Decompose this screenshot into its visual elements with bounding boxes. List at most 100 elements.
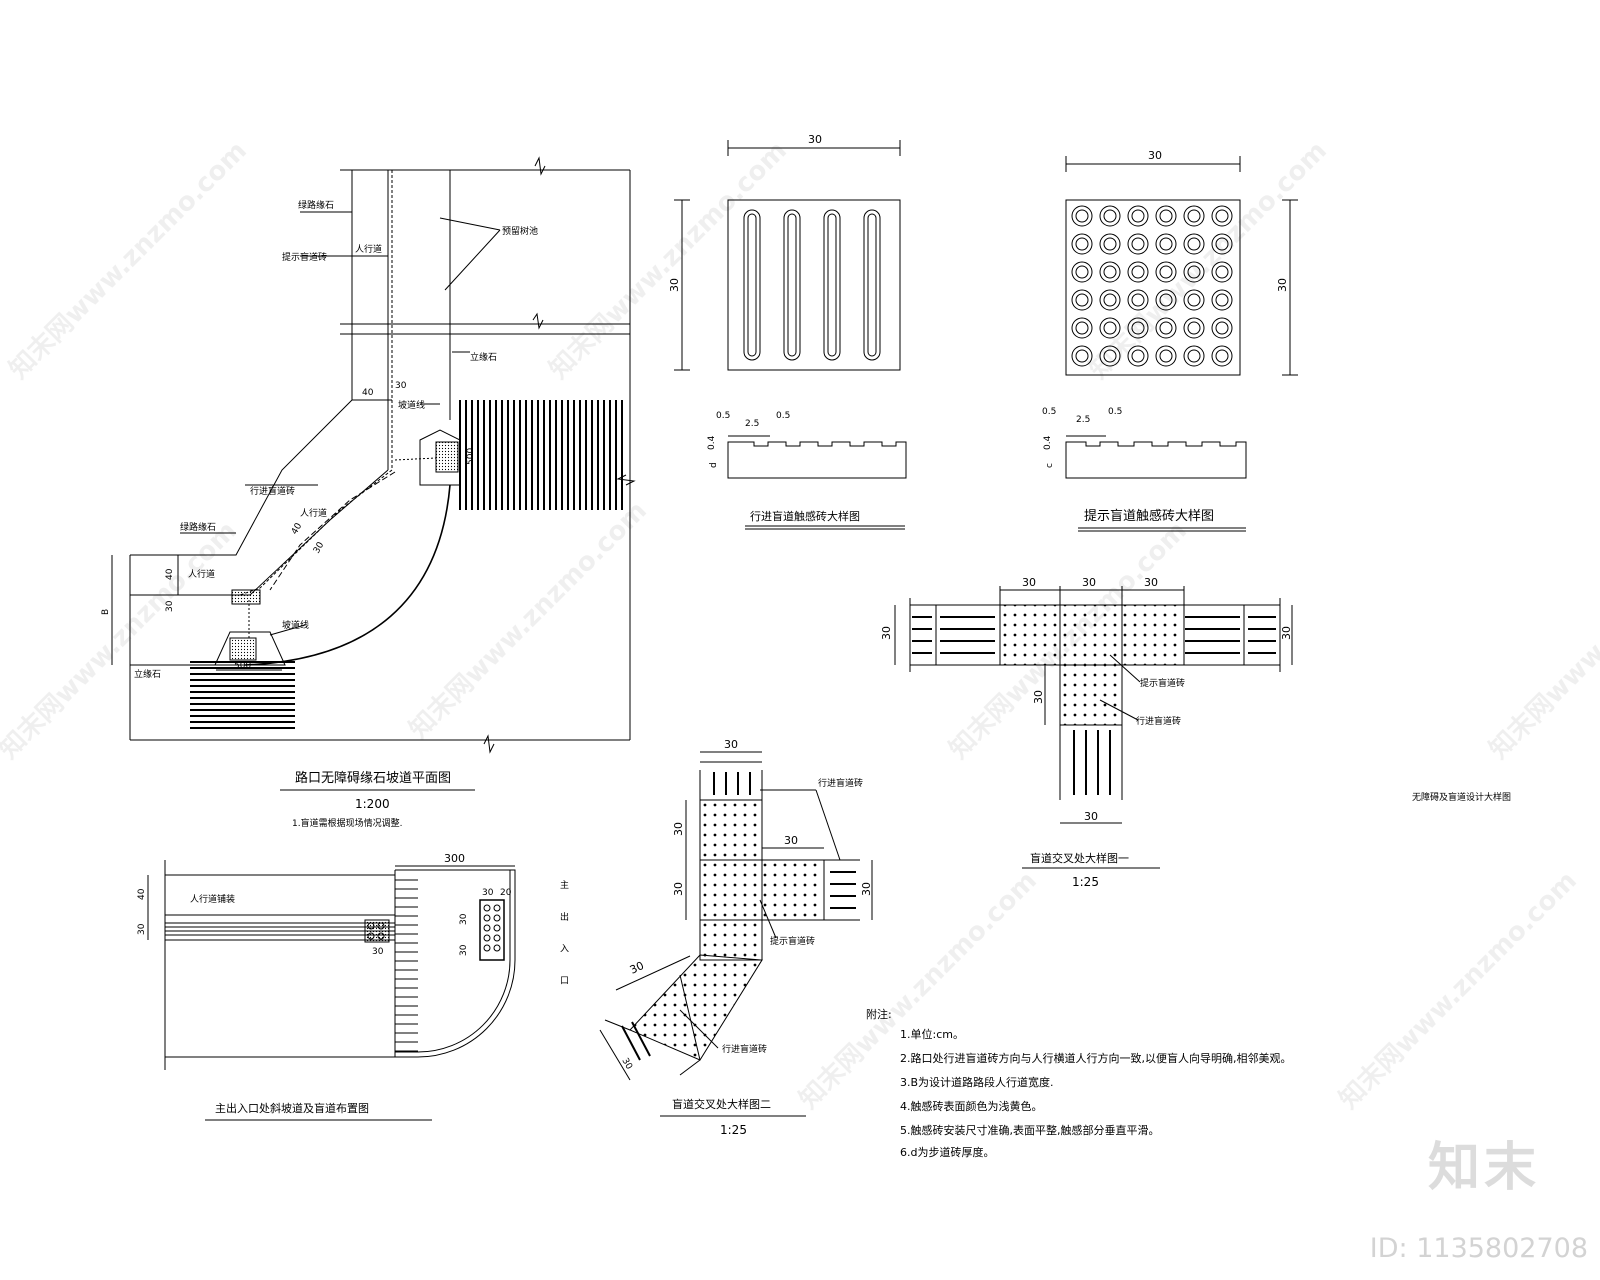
watermark-text: 知末网www.znzmo.com — [1484, 516, 1600, 765]
cross2-dim-top: 30 — [724, 738, 738, 751]
cross2-dim-left2: 30 — [672, 882, 685, 896]
cross1-dim-c: 30 — [1144, 576, 1158, 589]
entrance-side-text: 主 出 入 口 — [558, 879, 569, 995]
dim-b: B — [101, 609, 111, 615]
dot-outer — [1183, 261, 1205, 283]
entrance-dim-40: 40 — [137, 888, 147, 900]
dot-inner — [1187, 293, 1201, 307]
dot-outer — [1099, 345, 1121, 367]
dot-inner — [1075, 321, 1089, 335]
dot-inner — [1131, 293, 1145, 307]
dot-outer — [1099, 289, 1121, 311]
dot-inner — [1215, 293, 1229, 307]
label-curb-left: 绿路缘石 — [180, 521, 216, 533]
dot-inner — [1215, 349, 1229, 363]
tile1-sec-d1: 0.5 — [716, 411, 730, 421]
watermark-text: 知末网www.znzmo.com — [4, 136, 253, 385]
dot-inner — [1103, 293, 1117, 307]
cross2-dim-right: 30 — [860, 882, 873, 896]
dim-40: 40 — [290, 521, 305, 536]
tile-hint-detail: 30 30 0.5 2.5 0.5 0.4 c 提示盲道触感砖大样图 — [1042, 149, 1298, 532]
cross1-dim-left: 30 — [880, 626, 893, 640]
dot-inner — [1159, 321, 1173, 335]
dot-inner — [1075, 293, 1089, 307]
dot-inner — [1187, 237, 1201, 251]
tile1-dim-side: 30 — [668, 278, 681, 292]
entrance-dim-r20: 20 — [500, 888, 512, 898]
label-vertical-curb-bottom: 立缘石 — [134, 668, 161, 680]
dot-outer — [1211, 345, 1233, 367]
tile1-title: 行进盲道触感砖大样图 — [750, 509, 860, 523]
dot-inner — [1131, 237, 1145, 251]
dot-outer — [1071, 289, 1093, 311]
label-vertical-curb-top: 立缘石 — [470, 351, 497, 363]
dot-outer — [1155, 345, 1177, 367]
label-sidewalk-left: 人行道 — [188, 568, 215, 580]
dot-outer — [1183, 233, 1205, 255]
dot-inner — [1159, 349, 1173, 363]
tile1-sec-h: 0.4 — [707, 435, 717, 450]
dim-500: 500 — [234, 661, 251, 671]
dot-inner — [1103, 321, 1117, 335]
tile1-dim-top: 30 — [808, 133, 822, 146]
cross2-dim-left1: 30 — [672, 822, 685, 836]
dot-outer — [1127, 317, 1149, 339]
cross2-title: 盲道交叉处大样图二 — [672, 1097, 771, 1111]
dot-outer — [1155, 261, 1177, 283]
entrance-dim-r30: 30 — [482, 888, 494, 898]
brand-id: ID: 1135802708 — [1369, 1233, 1588, 1264]
tile1-sec-d: d — [709, 462, 719, 468]
zebra-crossing-east — [459, 400, 623, 510]
dot-outer — [1127, 289, 1149, 311]
note-item: 4.触感砖表面颜色为浅黄色。 — [900, 1099, 1043, 1113]
dot-outer — [1071, 205, 1093, 227]
entrance-dim-m30c: 30 — [372, 947, 384, 957]
dot-outer — [1127, 261, 1149, 283]
dot-inner — [1103, 209, 1117, 223]
dot-outer — [1071, 233, 1093, 255]
cross1-dim-a: 30 — [1022, 576, 1036, 589]
dot-inner — [1103, 237, 1117, 251]
tile2-title: 提示盲道触感砖大样图 — [1084, 508, 1214, 524]
dot-inner — [1075, 265, 1089, 279]
entrance-dim-30: 30 — [137, 923, 147, 935]
tile2-dim-side: 30 — [1276, 278, 1289, 292]
entrance-dim-m30b: 30 — [459, 944, 469, 956]
dot-outer — [1211, 261, 1233, 283]
label-hint-brick: 提示盲道砖 — [282, 251, 327, 263]
dot-inner — [1075, 209, 1089, 223]
dot-inner — [1075, 349, 1089, 363]
dot-outer — [1099, 261, 1121, 283]
dot-inner — [1159, 293, 1173, 307]
dot-inner — [1187, 321, 1201, 335]
tile-guide-detail: 30 30 0.5 2.5 0.5 0.4 d 行进盲道触感砖大样图 — [668, 133, 907, 530]
tile1-sec-d2: 2.5 — [745, 419, 759, 429]
cross2-dim-mid: 30 — [784, 834, 798, 847]
entrance-mini-block — [367, 922, 385, 940]
note-item: 6.d为步道砖厚度。 — [900, 1145, 994, 1159]
dot-inner — [1187, 349, 1201, 363]
label-guide-brick: 行进盲道砖 — [250, 485, 295, 497]
note-item: 2.路口处行进盲道砖方向与人行横道人行方向一致,以便盲人向导明确,相邻美观。 — [900, 1051, 1292, 1065]
watermark-text: 知末网www.znzmo.com — [1334, 866, 1583, 1115]
dim-30: 30 — [395, 381, 407, 391]
dot-inner — [1215, 209, 1229, 223]
plan-title: 路口无障碍缘石坡道平面图 — [295, 770, 451, 786]
watermark-text: 知末网www.znzmo.com — [1084, 136, 1333, 385]
dot-inner — [1159, 209, 1173, 223]
note-item: 1.单位:cm。 — [900, 1027, 964, 1041]
tile2-sec-c: c — [1045, 463, 1055, 468]
dot-outer — [1155, 233, 1177, 255]
dot-outer — [1099, 205, 1121, 227]
cross1-label-hint: 提示盲道砖 — [1140, 677, 1185, 689]
entrance-plan: 300 40 30 30 20 30 30 30 人行道铺装 主 出 入 口 主… — [137, 852, 569, 1121]
dot-inner — [1131, 321, 1145, 335]
dim-40: 40 — [362, 388, 374, 398]
notes-heading: 附注: — [866, 1007, 892, 1021]
cross1-dim-stem: 30 — [1032, 690, 1045, 704]
dot-outer — [1183, 205, 1205, 227]
hint-dot-grid — [1071, 205, 1233, 367]
dot-inner — [1131, 349, 1145, 363]
dot-outer — [1183, 345, 1205, 367]
zebra-crossing-south — [190, 661, 295, 729]
